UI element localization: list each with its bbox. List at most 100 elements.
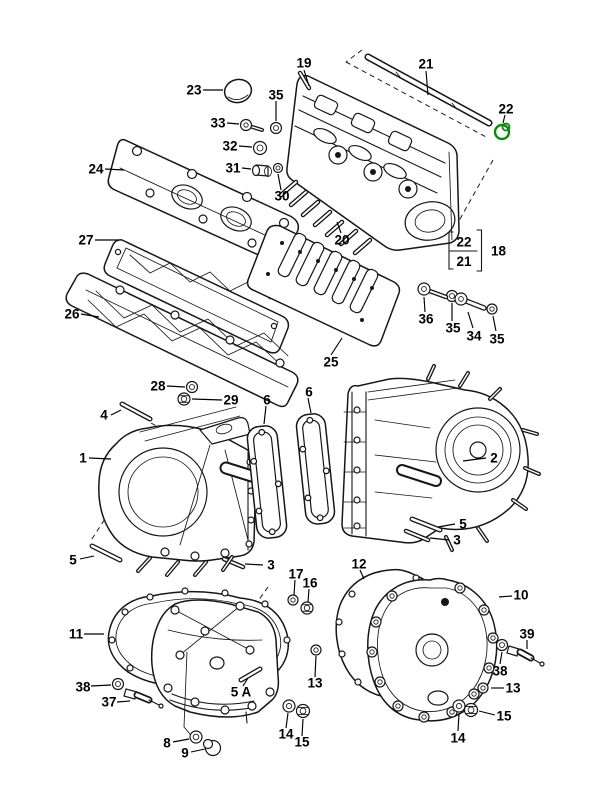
part-label-27[interactable]: 27 [78,233,93,248]
part-label-34[interactable]: 34 [466,329,482,344]
part-label-8[interactable]: 8 [163,736,171,751]
washer-38-right [495,638,509,652]
part-label-29[interactable]: 29 [223,393,238,408]
stud-4 [119,401,153,422]
part-label-10[interactable]: 10 [513,588,528,603]
part-label-15[interactable]: 15 [496,709,512,724]
part-label-35[interactable]: 35 [268,88,284,103]
part-label-1[interactable]: 1 [79,451,87,466]
cylinder-head-drawing [286,74,460,251]
head-stud-20 [312,209,333,228]
part-label-33[interactable]: 33 [210,116,226,131]
part-label-31[interactable]: 31 [225,161,241,176]
leader-line-32 [238,145,253,148]
part-label-12[interactable]: 12 [351,557,366,572]
leader-line-2 [462,457,487,462]
case-stud [221,555,234,572]
leader-line-34 [467,311,474,329]
part-label-28[interactable]: 28 [150,379,166,394]
part-label-3[interactable]: 3 [267,558,275,573]
seal-ring-30 [272,162,284,174]
leader-line-21 [425,70,429,96]
side-gasket-right-drawing [295,413,336,525]
hardware-layer [89,70,541,757]
part-label-30[interactable]: 30 [274,189,289,204]
leader-line-29 [191,398,223,401]
part-label-14[interactable]: 14 [450,731,466,746]
part-label-38[interactable]: 38 [492,664,508,679]
leader-line-36 [423,296,426,313]
part-label-35[interactable]: 35 [489,332,505,347]
leader-line-5 [437,523,456,528]
part-label-15[interactable]: 15 [294,735,310,750]
part-label-11[interactable]: 11 [69,627,84,642]
leader-line-14 [457,712,460,732]
part-label-23[interactable]: 23 [186,83,202,98]
part-label-32[interactable]: 32 [222,139,237,154]
head-stud-20 [352,237,373,256]
case-stud [444,535,454,552]
leader-line-33 [226,122,240,125]
part-label-22[interactable]: 22 [498,102,513,117]
part-label-2[interactable]: 2 [490,451,498,466]
leader-line-5A [242,677,249,687]
part-label-6[interactable]: 6 [305,385,313,400]
case-stud [193,560,208,577]
part-label-37[interactable]: 37 [101,695,116,710]
head-stud-20 [300,199,321,218]
part-label-13[interactable]: 13 [307,676,323,691]
leader-line-24 [104,168,125,171]
leader-line-38 [499,651,503,665]
part-label-5[interactable]: 5 [69,553,77,568]
leader-line-15 [301,718,304,737]
bracket-label-22[interactable]: 22 [456,235,471,250]
case-stud [523,466,541,476]
washer-28 [185,380,199,394]
stud-5-right [409,516,443,533]
leader-line-38 [90,684,112,687]
spacer-32 [252,140,268,156]
part-label-25[interactable]: 25 [323,355,339,370]
part-label-38[interactable]: 38 [75,680,91,695]
stud-3-right [403,528,431,543]
bolt-33 [239,118,264,132]
part-label-16[interactable]: 16 [302,576,318,591]
part-label-26[interactable]: 26 [64,307,80,322]
part-label-19[interactable]: 19 [296,56,311,71]
leader-line-15 [478,710,496,716]
leader-lines-layer [79,69,528,753]
leader-line-10 [498,595,513,598]
seal-14-right [452,699,466,713]
crankcase-right-drawing [341,377,529,544]
part-label-39[interactable]: 39 [519,627,534,642]
washer-8 [189,730,203,744]
part-label-14[interactable]: 14 [278,727,294,742]
leader-line-28 [166,385,186,388]
part-label-4[interactable]: 4 [100,408,108,423]
part-label-24[interactable]: 24 [88,162,104,177]
case-stud [511,498,528,511]
part-label-35[interactable]: 35 [445,321,461,336]
part-label-17[interactable]: 17 [288,567,303,582]
case-stud [426,364,436,381]
head-stud-20 [338,228,359,247]
part-label-36[interactable]: 36 [418,312,434,327]
part-label-5[interactable]: 5 [459,517,467,532]
washer-35-top [269,121,283,135]
part-label-21[interactable]: 21 [418,57,434,72]
bracket-label-18[interactable]: 18 [491,244,507,259]
leader-line-20 [336,221,342,234]
part-label-3[interactable]: 3 [453,533,461,548]
part-label-9[interactable]: 9 [181,746,189,761]
case-stud [165,560,180,577]
washer-38-left [111,677,125,691]
part-label-6[interactable]: 6 [263,393,271,408]
highlighted-part-22-drawing[interactable] [493,122,511,141]
bracket-label-21[interactable]: 21 [456,254,472,269]
part-label-13[interactable]: 13 [505,681,521,696]
part-label-20[interactable]: 20 [334,233,349,248]
washer-17 [287,594,299,606]
part-label-5A[interactable]: 5 A [231,685,252,700]
case-stud [458,371,470,388]
